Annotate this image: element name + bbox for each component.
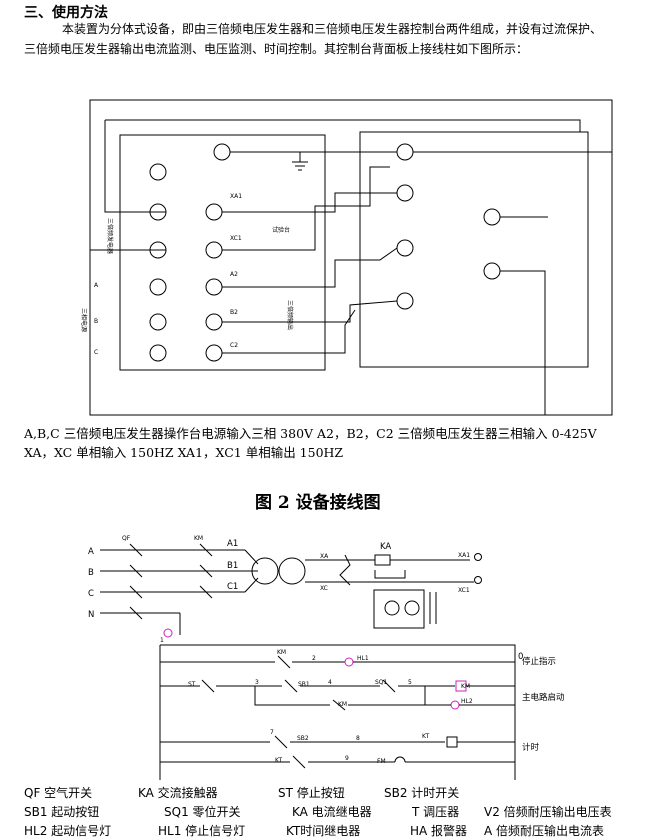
label-phase-a: A: [88, 547, 94, 557]
legend-item: V2 倍频耐压输出电压表: [484, 805, 612, 819]
km-contacts: [199, 543, 213, 599]
label-fm: FM: [377, 758, 386, 765]
label-km-row1: KM: [277, 649, 286, 656]
label-c1: C1: [227, 582, 238, 592]
terminal-circle: [396, 292, 414, 310]
label-node-3: 3: [255, 679, 259, 686]
label-kt: KT: [422, 733, 429, 740]
label-c2: C2: [230, 342, 238, 349]
label-left-vertical-2: 三相电源: [80, 308, 88, 332]
label-main-circuit-start: 主电路启动: [522, 692, 565, 703]
label-xc1: XC1: [458, 587, 470, 594]
label-b2: B2: [230, 309, 238, 316]
caption-line-2: XA，XC 单相输入 150HZ XA1，XC1 单相输出 150HZ: [24, 445, 344, 460]
legend-item: HL1 停止信号灯: [158, 824, 246, 838]
terminal-circle: [483, 262, 501, 280]
legend-item: SB1 起动按钮: [24, 805, 100, 819]
caption-line-1: A,B,C 三倍频电压发生器操作台电源输入三相 380V A2，B2，C2 三倍…: [24, 426, 597, 441]
label-qf: QF: [122, 535, 131, 542]
label-node-7: 7: [270, 729, 274, 736]
back-panel-wiring-diagram: XA1 XC1 A2 B2 C2 A B C 试验台 三倍频发电器 三相电源 三…: [80, 99, 613, 416]
left-terminal-panel: [119, 134, 326, 371]
legend-item: SB2 计时开关: [384, 786, 460, 800]
label-node-2: 2: [312, 655, 316, 662]
legend-item: ST 停止按钮: [278, 786, 345, 800]
paragraph-line-2: 三倍频电压发生器输出电流监测、电压监测、时间控制。其控制台背面板上接线柱如下图所…: [24, 42, 529, 56]
label-middle: 试验台: [272, 226, 290, 234]
label-b: B: [94, 318, 98, 325]
terminal-circle: [205, 344, 223, 362]
label-a1: A1: [227, 539, 238, 549]
label-b1: B1: [227, 561, 238, 571]
terminal-circle: [205, 313, 223, 331]
legend-item: KA 电流继电器: [292, 805, 372, 819]
legend-item: T 调压器: [412, 805, 460, 819]
terminal-circle: [213, 143, 231, 161]
ka-coil: [345, 554, 391, 566]
transformer-coil: [251, 557, 279, 585]
terminal-circle: [396, 184, 414, 202]
legend-item: A 倍频耐压输出电流表: [484, 824, 605, 838]
legend-item: HA 报警器: [410, 824, 468, 838]
figure-title: 图 2 设备接线图: [255, 493, 381, 513]
label-phase-c: C: [88, 589, 94, 599]
label-sq1: SQ1: [375, 679, 388, 686]
terminal-circle: [149, 278, 167, 296]
section-heading: 三、使用方法: [24, 5, 108, 21]
label-st: ST: [188, 681, 196, 688]
terminal-circle: [483, 208, 501, 226]
label-node-4: 4: [328, 679, 332, 686]
terminal-circle: [149, 163, 167, 181]
label-a: A: [94, 282, 99, 289]
label-sb1: SB1: [298, 681, 310, 688]
legend-item: KA 交流接触器: [138, 786, 218, 800]
label-node-1: 1: [160, 637, 164, 644]
inner-wire-top: [105, 119, 581, 132]
transformer-coil: [278, 557, 306, 585]
label-neutral-n: N: [88, 610, 94, 620]
terminal-circle: [149, 313, 167, 331]
legend-item: HL2 起动信号灯: [24, 824, 112, 838]
label-phase-b: B: [88, 568, 94, 578]
label-mid-vertical: 三倍频输出: [286, 300, 294, 330]
label-node-5: 5: [408, 679, 412, 686]
label-xa: XA: [320, 553, 329, 560]
equipment-wiring-schematic: A B C N QF KM A1 B1 C1 XA XC KA XA1 XC1 …: [88, 535, 565, 780]
label-hl1: HL1: [357, 655, 369, 662]
label-stop-indicator: 停止指示: [522, 656, 556, 667]
label-node-8: 8: [356, 735, 360, 742]
legend-item: SQ1 零位开关: [164, 805, 241, 819]
label-left-vertical-1: 三倍频发电器: [106, 218, 114, 254]
terminal-circle: [149, 344, 167, 362]
label-xa1: XA1: [230, 193, 242, 200]
qf-breaker: [129, 543, 143, 620]
label-xa1: XA1: [458, 552, 470, 559]
label-timing: 计时: [522, 742, 540, 753]
label-node-0: 0: [518, 652, 523, 662]
terminal-circle: [205, 278, 223, 296]
terminal-circle: [205, 241, 223, 259]
label-node-9: 9: [345, 755, 349, 762]
label-km-coil: KM: [461, 683, 470, 690]
legend-item: KT时间继电器: [286, 824, 361, 838]
paragraph-line-1: 本装置为分体式设备，即由三倍频电压发生器和三倍频电压发生器控制台两件组成，并设有…: [62, 22, 603, 36]
right-terminal-box: [359, 131, 589, 368]
label-hl2: HL2: [461, 698, 473, 705]
label-xc: XC: [320, 585, 328, 592]
terminal-circle: [396, 143, 414, 161]
label-kt-row4: KT: [275, 757, 282, 764]
label-c: C: [94, 349, 98, 356]
label-xc1: XC1: [230, 235, 242, 242]
label-sb2: SB2: [297, 735, 309, 742]
ground-symbol: [292, 152, 308, 171]
label-ka: KA: [380, 542, 391, 552]
terminal-circle: [205, 203, 223, 221]
label-km: KM: [194, 535, 203, 542]
outer-wire-loop: [89, 99, 613, 416]
terminal-circle: [396, 239, 414, 257]
legend-item: QF 空气开关: [24, 786, 93, 800]
label-km-hold: KM: [338, 701, 347, 708]
label-a2: A2: [230, 271, 238, 278]
